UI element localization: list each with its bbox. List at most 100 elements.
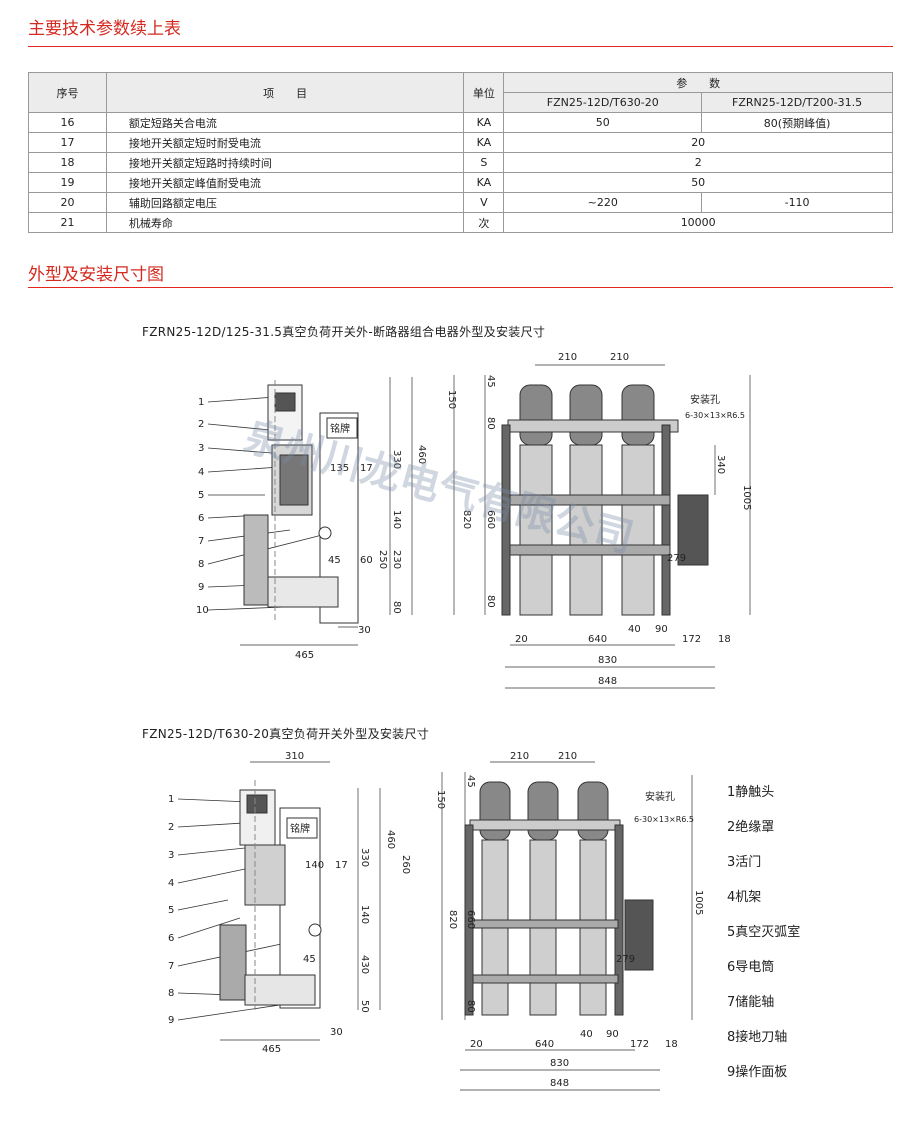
dim-1005: 1005 — [741, 485, 752, 510]
dim-210a: 210 — [510, 751, 529, 762]
drawing2-front-view: 210 210 150 45 820 660 80 1005 279 安装孔 6… — [435, 751, 704, 1091]
dim-210a: 210 — [558, 352, 577, 363]
dim-279: 279 — [616, 954, 635, 965]
header-item: 项 目 — [105, 72, 465, 113]
legend-item: 4机架 — [727, 890, 762, 905]
row-item: 接地开关额定峰值耐受电流 — [105, 172, 465, 193]
dim-150: 150 — [435, 790, 446, 809]
dim-848: 848 — [598, 676, 617, 687]
dim-40: 40 — [628, 624, 641, 635]
row-item: 辅助回路额定电压 — [105, 192, 465, 213]
row-index: 16 — [28, 112, 107, 133]
dim-210b: 210 — [610, 352, 629, 363]
callout-10: 10 — [196, 605, 209, 616]
dim-60: 60 — [360, 555, 373, 566]
hole-label: 安装孔 — [690, 393, 720, 406]
dim-830: 830 — [598, 655, 617, 666]
dim-820: 820 — [461, 510, 472, 529]
dim-140b: 140 — [359, 905, 370, 924]
dim-45: 45 — [465, 775, 476, 788]
callout-3: 3 — [168, 850, 174, 861]
row-unit: KA — [463, 112, 505, 133]
legend-item: 6导电筒 — [727, 960, 775, 975]
header-index: 序号 — [28, 72, 107, 113]
legend-item: 7储能轴 — [727, 995, 775, 1010]
spec-table: 序号 项 目 单位 参 数 FZN25-12D/T630-20 FZRN25-1… — [28, 72, 893, 233]
nameplate-label: 铭牌 — [290, 822, 310, 835]
dim-80: 80 — [391, 601, 402, 614]
callout-8: 8 — [198, 559, 204, 570]
header-unit: 单位 — [463, 72, 505, 113]
row-unit: S — [463, 152, 505, 173]
hole-label: 安装孔 — [645, 790, 675, 803]
callout-7: 7 — [168, 961, 174, 972]
hole-spec: 6-30×13×R6.5 — [634, 815, 694, 824]
dim-820: 820 — [447, 910, 458, 929]
dim-140: 140 — [391, 510, 402, 529]
dim-20: 20 — [470, 1039, 483, 1050]
dim-330: 330 — [359, 848, 370, 867]
callout-6: 6 — [168, 933, 174, 944]
header-params: 参 数 — [503, 72, 893, 93]
dim-260: 260 — [400, 855, 411, 874]
dim-430: 430 — [359, 955, 370, 974]
section-divider — [28, 287, 893, 288]
dim-340: 340 — [715, 455, 726, 474]
legend-item: 3活门 — [727, 855, 762, 870]
row-item: 接地开关额定短路时持续时间 — [105, 152, 465, 173]
dim-150: 150 — [446, 390, 457, 409]
row-index: 18 — [28, 152, 107, 173]
dim-330: 330 — [391, 450, 402, 469]
dim-279: 279 — [667, 553, 686, 564]
nameplate-label: 铭牌 — [330, 422, 350, 435]
header-model-a: FZN25-12D/T630-20 — [503, 92, 703, 113]
row-value-b: 80(预期峰值) — [701, 112, 893, 133]
legend-item: 9操作面板 — [727, 1065, 788, 1080]
callout-9: 9 — [198, 582, 204, 593]
drawing1-side-view: 1 2 3 4 5 6 7 8 9 10 铭牌 465 30 135 17 45… — [196, 377, 427, 661]
row-index: 20 — [28, 192, 107, 213]
row-unit: KA — [463, 132, 505, 153]
dim-17: 17 — [335, 860, 348, 871]
table-row: 16 额定短路关合电流 KA 50 80(预期峰值) — [28, 112, 893, 133]
section-divider — [28, 46, 893, 47]
dim-172: 172 — [630, 1039, 649, 1050]
dim-20: 20 — [515, 634, 528, 645]
dim-1005: 1005 — [693, 890, 704, 915]
dim-210b: 210 — [558, 751, 577, 762]
header-model-b: FZRN25-12D/T200-31.5 — [701, 92, 893, 113]
legend-item: 5真空灭弧室 — [727, 925, 801, 940]
callout-4: 4 — [198, 467, 204, 478]
row-index: 17 — [28, 132, 107, 153]
callout-4: 4 — [168, 878, 174, 889]
dim-310: 310 — [285, 751, 304, 762]
row-unit: KA — [463, 172, 505, 193]
row-value-a: 50 — [503, 112, 703, 133]
callout-7: 7 — [198, 536, 204, 547]
dim-40: 40 — [580, 1029, 593, 1040]
row-value-b: -110 — [701, 192, 893, 213]
dim-80b: 80 — [485, 595, 496, 608]
row-item: 额定短路关合电流 — [105, 112, 465, 133]
dim-50: 50 — [359, 1000, 370, 1013]
drawing1-front-view: 210 210 150 45 80 820 660 80 340 1005 27… — [446, 352, 752, 689]
drawing2-title: FZN25-12D/T630-20真空负荷开关外型及安装尺寸 — [142, 727, 430, 741]
dim-18: 18 — [665, 1039, 678, 1050]
dim-90: 90 — [606, 1029, 619, 1040]
row-item: 机械寿命 — [105, 212, 465, 233]
dim-465: 465 — [262, 1044, 281, 1055]
callout-9: 9 — [168, 1015, 174, 1026]
callout-2: 2 — [198, 419, 204, 430]
table-row: 17 接地开关额定短时耐受电流 KA 20 — [28, 132, 893, 153]
row-value-a: ~220 — [503, 192, 703, 213]
dim-135: 135 — [330, 463, 349, 474]
row-index: 19 — [28, 172, 107, 193]
callout-1: 1 — [198, 397, 204, 408]
callout-1: 1 — [168, 794, 174, 805]
row-value: 20 — [503, 132, 893, 153]
dim-18: 18 — [718, 634, 731, 645]
hole-spec: 6-30×13×R6.5 — [685, 411, 745, 420]
row-unit: V — [463, 192, 505, 213]
dim-660: 660 — [465, 910, 476, 929]
dim-848: 848 — [550, 1078, 569, 1089]
